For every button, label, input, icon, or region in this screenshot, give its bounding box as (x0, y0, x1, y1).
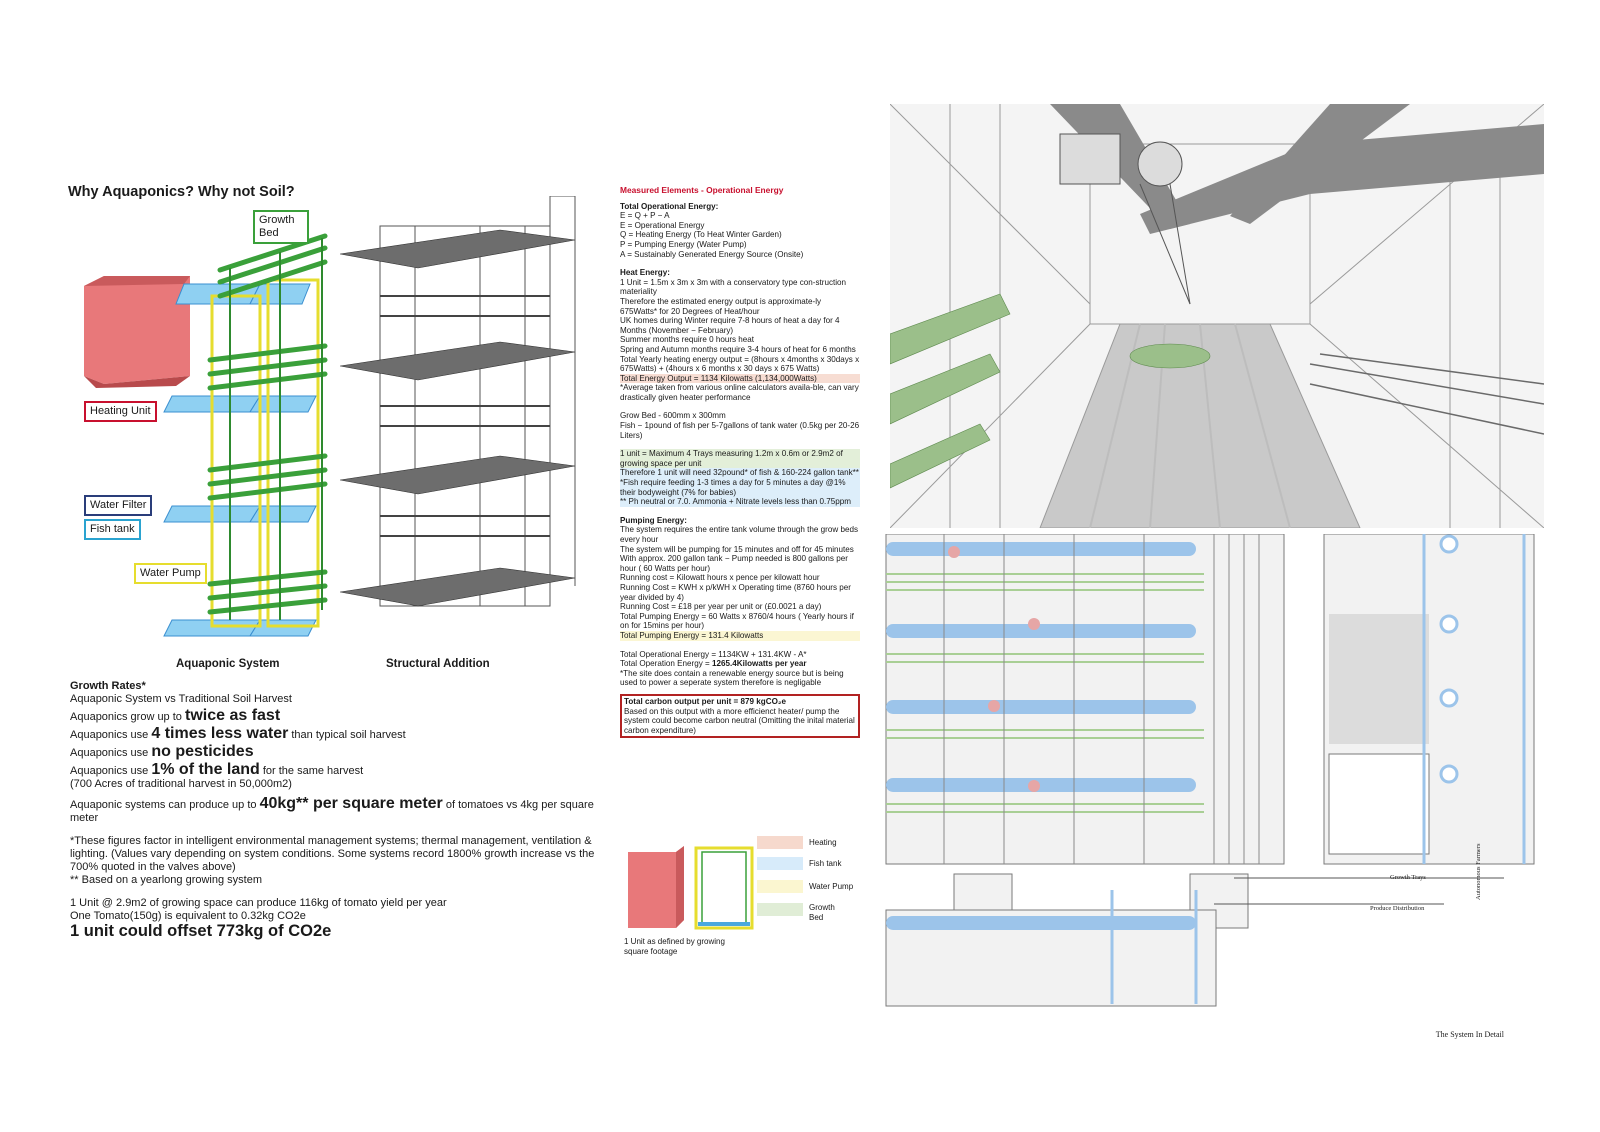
op-value-pre: Total Operation Energy = (620, 659, 713, 669)
pump-line: Running Cost = £18 per year per unit or … (620, 602, 822, 612)
rate-2-pre: Aquaponics use (70, 729, 149, 741)
fish-line: Therefore 1 unit will need 32pound* of f… (620, 468, 860, 479)
rate-1-pre: Aquaponics grow up to (70, 711, 182, 723)
pump-heading: Pumping Energy: (620, 515, 688, 525)
rate-4-note: (700 Acres of traditional harvest in 50,… (70, 778, 292, 790)
carbon-output-box: Total carbon output per unit = 879 kgCO₂… (620, 693, 860, 739)
rate-5-big: 40kg** per square meter (259, 795, 443, 812)
unit-yield: 1 Unit @ 2.9m2 of growing space can prod… (70, 897, 447, 909)
callout-fish-tank: Fish tank (84, 519, 141, 540)
water-pump-frame (210, 278, 320, 628)
heat-line: Therefore the estimated energy output is… (620, 296, 822, 316)
structure-decks (340, 229, 576, 607)
planter-foliage (890, 293, 1211, 489)
growth-rates-block: Growth Rates* Aquaponic System vs Tradit… (70, 680, 610, 940)
pump-line: The system will be pumping for 15 minute… (620, 544, 854, 554)
aquaponic-system-diagram (84, 233, 328, 637)
walkway-railing (1309, 353, 1544, 435)
callout-heating-unit: Heating Unit (84, 401, 157, 422)
legend-label-water-pump: Water Pump (809, 882, 854, 891)
pump-line: Running cost = Kilowatt hours x pence pe… (620, 573, 820, 583)
rate-2-big: 4 times less water (151, 725, 289, 742)
pump-total: Total Pumping Energy = 131.4 Kilowatts (620, 630, 860, 641)
legend-swatch-water-pump (757, 880, 803, 893)
rate-4-pre: Aquaponics use (70, 765, 149, 777)
rate-3-pre: Aquaponics use (70, 747, 149, 759)
sheet-caption: The System In Detail (1435, 1030, 1504, 1039)
unit-definition-diagram (628, 846, 754, 930)
heat-line: UK homes during Winter require 7-8 hours… (620, 316, 840, 335)
offset-statement: 1 unit could offset 773kg of CO2e (70, 922, 332, 940)
fish-line: ** Ph neutral or 7.0. Ammonia + Nitrate … (620, 497, 860, 507)
heat-line: Spring and Autumn months require 3-4 hou… (620, 344, 856, 354)
op-value: 1265.4Kilowatts per year (712, 659, 807, 669)
pump-line: Total Pumping Energy = 60 Watts x 8760/4… (620, 611, 854, 631)
fish-line: *Fish require feeding 1-3 times a day fo… (620, 478, 860, 498)
growth-rates-heading: Growth Rates* (70, 680, 146, 692)
tomato-equivalent: One Tomato(150g) is equivalent to 0.32kg… (70, 910, 306, 922)
label-produce-distribution: Produce Distribution (1370, 905, 1425, 912)
energy-calculations: Measured Elements - Operational Energy T… (620, 185, 860, 739)
total-line: E = Q + P − A (620, 211, 670, 221)
rate-3-big: no pesticides (151, 743, 254, 760)
heating-unit-box (84, 276, 190, 388)
label-growth-trays: Growth Trays (1390, 874, 1426, 881)
total-line: A = Sustainably Generated Energy Source … (620, 249, 804, 259)
op-total: Total Operational Energy = 1134KW + 131.… (620, 649, 807, 659)
legend-label-growth-bed: Growth Bed (809, 903, 835, 922)
caption-structural-addition: Structural Addition (386, 658, 490, 670)
pump-line: With approx. 200 gallon tank − Pump need… (620, 554, 848, 573)
heat-line: Summer months require 0 hours heat (620, 335, 755, 345)
unit-defined-caption: 1 Unit as defined by growing square foot… (624, 937, 725, 956)
pump-line: Running Cost = KWH x p/kWH x Operating t… (620, 582, 851, 602)
heat-line: 1 Unit = 1.5m x 3m x 3m with a conservat… (620, 277, 847, 297)
callout-growth-bed: Growth Bed (253, 210, 309, 244)
label-autonomous-farmers: Autonomous Farmers (1475, 843, 1482, 900)
caption-aquaponic-system: Aquaponic System (176, 658, 280, 670)
rate-4-post: for the same harvest (262, 765, 364, 777)
footnote-1: *These figures factor in intelligent env… (70, 835, 595, 873)
op-note: *The site does contain a renewable energ… (620, 668, 844, 688)
heat-heading: Heat Energy: (620, 268, 670, 278)
rate-5-pre: Aquaponic systems can produce up to (70, 799, 257, 811)
legend-label-heating: Heating (809, 838, 837, 847)
footnote-2: ** Based on a yearlong growing system (70, 874, 262, 886)
interior-perspective-render (890, 104, 1544, 528)
elevation-front (885, 534, 1285, 865)
total-line: E = Operational Energy (620, 220, 705, 230)
page-title: Why Aquaponics? Why not Soil? (68, 184, 295, 200)
legend-swatch-heating (757, 836, 803, 849)
legend-swatch-fish-tank (757, 857, 803, 870)
growth-bed-posts (229, 238, 323, 620)
heat-note: *Average taken from various online calcu… (620, 383, 859, 402)
unit-trays: 1 unit = Maximum 4 Trays measuring 1.2m … (620, 449, 860, 469)
callout-water-filter: Water Filter (84, 495, 153, 516)
robotic-farmer-gantry (1059, 133, 1191, 305)
rate-5-post: of tomatoes vs 4kg per square meter (70, 799, 594, 824)
rate-4-big: 1% of the land (151, 761, 260, 778)
total-line: Q = Heating Energy (To Heat Winter Garde… (620, 230, 782, 240)
rate-2-post: than typical soil harvest (291, 729, 406, 741)
fish-ratio: Fish − 1pound of fish per 5-7gallons of … (620, 421, 860, 440)
carbon-text: Based on this output with a more efficie… (624, 706, 855, 735)
heat-total: Total Energy Output = 1134 Kilowatts (1,… (620, 373, 860, 384)
section-plan (885, 873, 1504, 1007)
legend-label-fish-tank: Fish tank (809, 859, 842, 868)
total-line: P = Pumping Energy (Water Pump) (620, 239, 747, 249)
legend-swatch-growth-bed (757, 903, 803, 916)
carbon-heading: Total carbon output per unit = 879 kgCO₂… (624, 696, 786, 706)
callout-water-pump: Water Pump (134, 563, 207, 584)
system-detail-elevations (885, 534, 1535, 1007)
total-op-heading: Total Operational Energy: (620, 201, 719, 211)
energy-heading: Measured Elements - Operational Energy (620, 185, 784, 195)
growth-rates-subheading: Aquaponic System vs Traditional Soil Har… (70, 693, 292, 705)
rate-1-big: twice as fast (184, 707, 281, 724)
elevation-side (1323, 534, 1535, 865)
grow-bed-size: Grow Bed - 600mm x 300mm (620, 411, 726, 421)
pump-line: The system requires the entire tank volu… (620, 525, 858, 544)
structural-addition-diagram (340, 196, 576, 607)
heat-line: Total Yearly heating energy output = (8h… (620, 354, 860, 374)
